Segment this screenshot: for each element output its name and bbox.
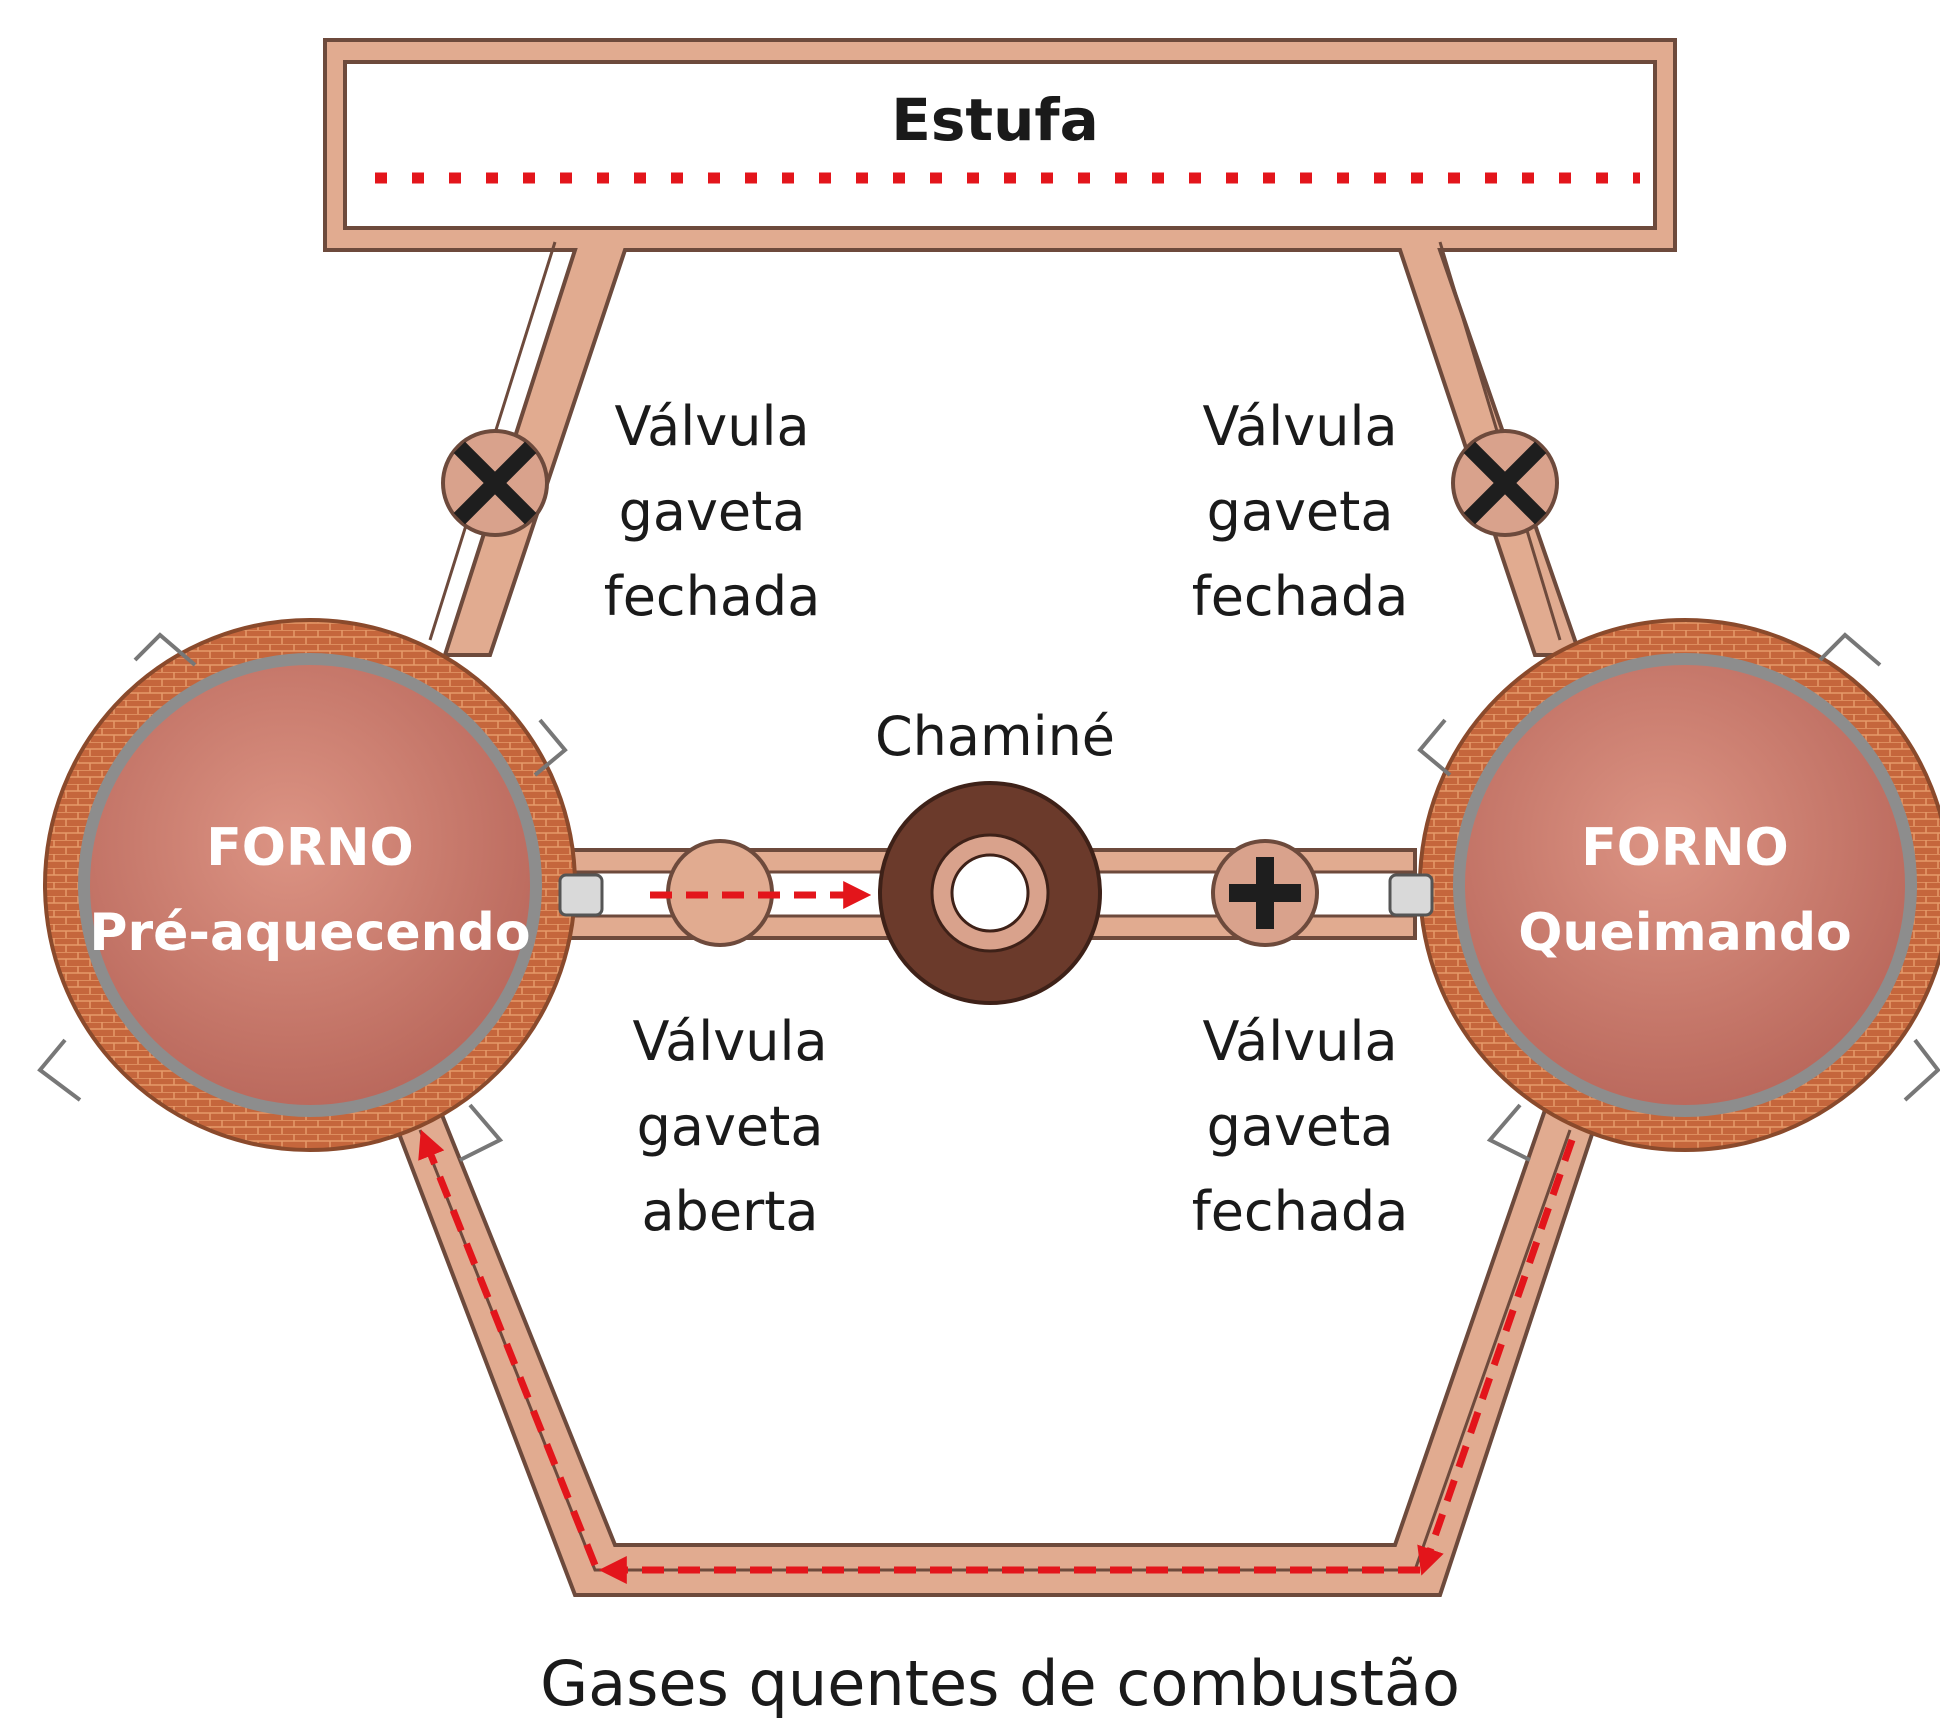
valve-bottom-left-label: Válvula gaveta aberta — [632, 1010, 827, 1243]
svg-text:fechada: fechada — [1192, 565, 1409, 628]
svg-text:FORNO: FORNO — [1581, 818, 1789, 878]
svg-text:Válvula: Válvula — [1202, 395, 1397, 458]
furnace-right-label: FORNO Queimando — [1518, 818, 1852, 963]
furnace-right — [1388, 618, 1940, 1162]
svg-text:Válvula: Válvula — [1202, 1010, 1397, 1073]
estufa-chamber — [323, 38, 1677, 657]
valve-top-right-label: Válvula gaveta fechada — [1192, 395, 1409, 628]
svg-text:Pré-aquecendo: Pré-aquecendo — [89, 903, 530, 963]
chimney-label: Chaminé — [875, 705, 1115, 768]
valve-top-right-icon — [1451, 429, 1559, 537]
flow-arrows — [418, 881, 1576, 1584]
flow-arrow-right-duct — [1417, 1138, 1576, 1576]
estufa-title: Estufa — [891, 86, 1099, 154]
svg-text:Válvula: Válvula — [632, 1010, 827, 1073]
svg-text:fechada: fechada — [604, 565, 821, 628]
svg-text:gaveta: gaveta — [637, 1095, 824, 1158]
flow-arrow-left-duct — [418, 1129, 599, 1567]
svg-text:gaveta: gaveta — [619, 480, 806, 543]
valve-bottom-right-icon — [1211, 839, 1319, 947]
svg-text:Queimando: Queimando — [1518, 903, 1852, 963]
valve-bottom-left-icon — [666, 839, 774, 947]
svg-text:aberta: aberta — [641, 1180, 818, 1243]
svg-text:FORNO: FORNO — [206, 818, 414, 878]
valve-top-left-icon — [441, 429, 549, 537]
chimney — [878, 781, 1102, 1005]
valve-top-left-label: Válvula gaveta fechada — [604, 395, 821, 628]
bottom-duct — [387, 1108, 1603, 1597]
svg-text:Válvula: Válvula — [614, 395, 809, 458]
combustion-gases-caption: Gases quentes de combustão — [540, 1647, 1460, 1720]
furnace-left-label: FORNO Pré-aquecendo — [89, 818, 530, 963]
svg-text:gaveta: gaveta — [1207, 480, 1394, 543]
furnace-left — [37, 618, 604, 1162]
svg-text:fechada: fechada — [1192, 1180, 1409, 1243]
valve-bottom-right-label: Válvula gaveta fechada — [1192, 1010, 1409, 1243]
svg-text:gaveta: gaveta — [1207, 1095, 1394, 1158]
